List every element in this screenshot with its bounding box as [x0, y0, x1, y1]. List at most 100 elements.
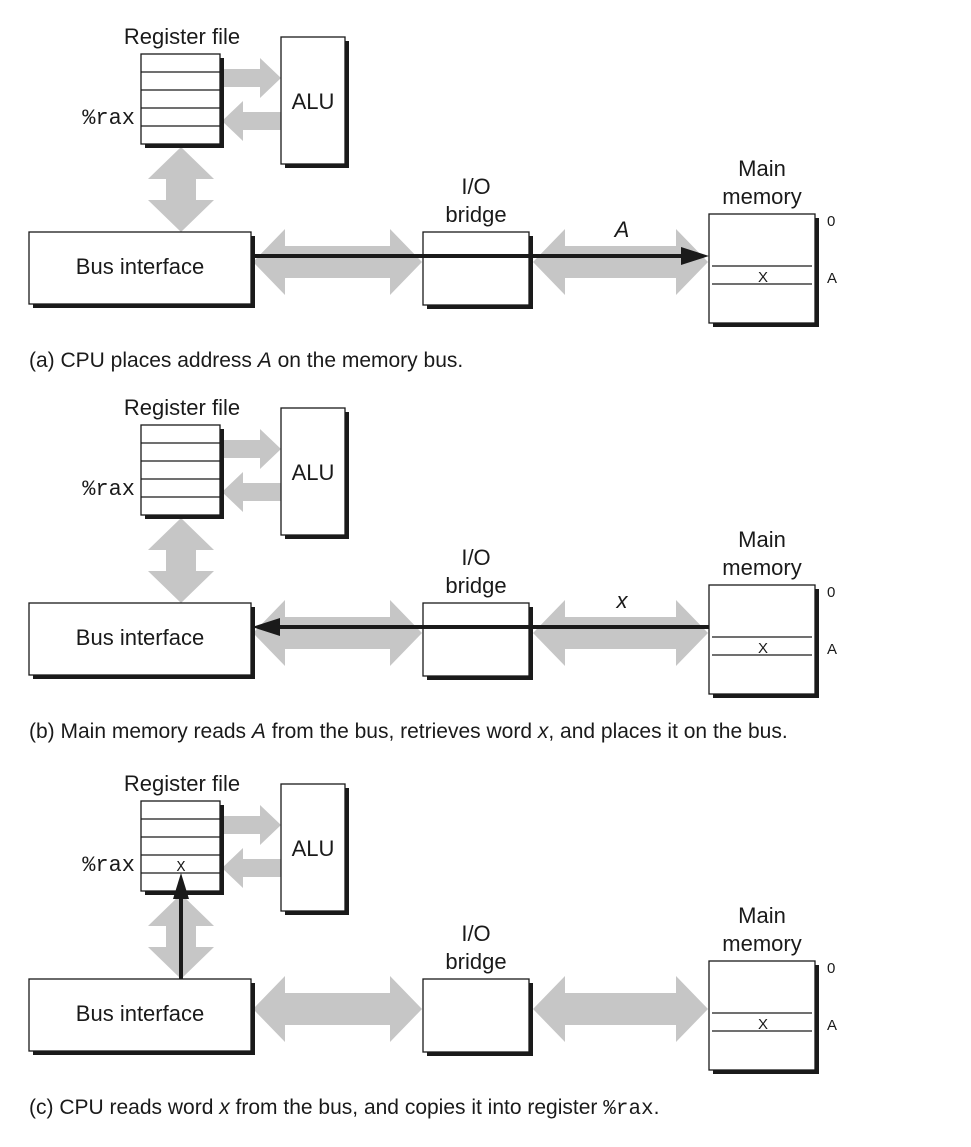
caption-caption-suffix2: , and places it on the bus. — [548, 720, 787, 743]
memory-word-value: X — [758, 269, 768, 286]
bus-interface-box-body — [28, 978, 252, 1052]
io-bridge-box — [422, 602, 533, 680]
caption-caption-italic: A — [256, 349, 272, 372]
io-bridge-box — [422, 231, 533, 309]
bus-interface-box — [28, 978, 255, 1055]
bus-value-label: x — [616, 588, 629, 613]
address-a-label: A — [827, 641, 837, 658]
caption-caption-suffix: from the bus, and copies it into registe… — [230, 1096, 604, 1119]
main-memory-label-line2: memory — [722, 184, 801, 209]
register-name-label: %rax — [82, 477, 135, 502]
io-bridge-label-line1: I/O — [461, 174, 490, 199]
main-memory-box-body — [708, 584, 816, 695]
register-rax-value: X — [176, 859, 185, 876]
bus-interface-label: Bus interface — [76, 1001, 204, 1026]
alu-box — [280, 783, 349, 915]
main-memory-box-body — [708, 960, 816, 1071]
io-bridge-label-line2: bridge — [445, 949, 506, 974]
regfile-bus-datapath-arrow — [148, 518, 214, 603]
caption-caption-prefix: (c) CPU reads word — [29, 1096, 219, 1119]
caption-caption-suffix: on the memory bus. — [272, 349, 463, 372]
address-a-label: A — [827, 270, 837, 287]
caption-caption-prefix: (a) CPU places address — [29, 349, 258, 372]
caption-caption-italic: x — [218, 1096, 231, 1119]
register-file — [140, 53, 224, 148]
io-bridge-label-line2: bridge — [445, 573, 506, 598]
memory-word-value: X — [758, 640, 768, 657]
panel-a: Register file %rax ALU Bus interface I/O brid… — [28, 24, 837, 372]
bus-interface-box-body — [28, 602, 252, 676]
system-bus-arrow — [253, 600, 422, 666]
register-file — [140, 424, 224, 519]
io-bridge-box-body — [422, 978, 530, 1053]
register-name-label: %rax — [82, 853, 135, 878]
io-bridge-label-line1: I/O — [461, 921, 490, 946]
main-memory-label-line1: Main — [738, 903, 786, 928]
bus-interface-box — [28, 602, 255, 679]
io-bridge-box-body — [422, 602, 530, 677]
bus-interface-label: Bus interface — [76, 625, 204, 650]
register-file-label: Register file — [124, 24, 240, 49]
bus-value-label: A — [613, 217, 630, 242]
main-memory-box-body — [708, 213, 816, 324]
main-memory-label-line1: Main — [738, 527, 786, 552]
regfile-bus-datapath-arrow — [148, 147, 214, 232]
memory-bus-arrow — [533, 600, 708, 666]
caption-caption-suffix: from the bus, retrieves word — [266, 720, 538, 743]
memory-bus-arrow — [533, 976, 708, 1042]
panel-caption: (c) CPU reads word x from the bus, and c… — [29, 1096, 660, 1121]
register-file-body — [140, 424, 221, 516]
caption-caption-prefix: (b) Main memory reads — [29, 720, 252, 743]
caption-caption-italic2: x — [537, 720, 550, 743]
main-memory-label-line2: memory — [722, 931, 801, 956]
address-0-label: 0 — [827, 213, 835, 230]
alu-label: ALU — [292, 836, 335, 861]
address-0-label: 0 — [827, 584, 835, 601]
alu-label: ALU — [292, 89, 335, 114]
main-memory-box — [708, 213, 819, 327]
bus-transfer-arrowhead — [681, 247, 709, 265]
regfile-to-alu-arrow — [224, 805, 281, 845]
address-a-label: A — [827, 1017, 837, 1034]
system-bus-arrow — [253, 976, 422, 1042]
alu-to-regfile-arrow — [222, 848, 281, 888]
alu-box — [280, 407, 349, 539]
panel-caption: (b) Main memory reads A from the bus, re… — [29, 720, 788, 743]
main-memory-label-line1: Main — [738, 156, 786, 181]
caption-caption-end: . — [654, 1096, 660, 1119]
bus-interface-box-body — [28, 231, 252, 305]
alu-box-body — [280, 36, 346, 165]
alu-to-regfile-arrow — [222, 101, 281, 141]
bus-interface-box — [28, 231, 255, 308]
bus-transfer-arrowhead — [252, 618, 280, 636]
regfile-to-alu-arrow — [224, 58, 281, 98]
io-bridge-label-line2: bridge — [445, 202, 506, 227]
panel-caption: (a) CPU places address A on the memory b… — [29, 349, 463, 372]
io-bridge-box — [422, 978, 533, 1056]
alu-label: ALU — [292, 460, 335, 485]
main-memory-box — [708, 960, 819, 1074]
register-file-label: Register file — [124, 395, 240, 420]
regfile-to-alu-arrow — [224, 429, 281, 469]
panel-b: Register file %rax ALU Bus interface I/O brid… — [28, 395, 837, 743]
caption-caption-italic: A — [250, 720, 266, 743]
alu-box-body — [280, 783, 346, 912]
register-transfer-arrowhead — [173, 873, 189, 899]
system-bus-arrow — [253, 229, 422, 295]
address-0-label: 0 — [827, 960, 835, 977]
main-memory-label-line2: memory — [722, 555, 801, 580]
memory-word-value: X — [758, 1016, 768, 1033]
register-file-label: Register file — [124, 771, 240, 796]
memory-bus-arrow — [533, 229, 708, 295]
bus-interface-label: Bus interface — [76, 254, 204, 279]
caption-caption-mono: %rax — [603, 1098, 653, 1121]
io-bridge-label-line1: I/O — [461, 545, 490, 570]
main-memory-box — [708, 584, 819, 698]
alu-box — [280, 36, 349, 168]
register-name-label: %rax — [82, 106, 135, 131]
alu-to-regfile-arrow — [222, 472, 281, 512]
io-bridge-box-body — [422, 231, 530, 306]
alu-box-body — [280, 407, 346, 536]
